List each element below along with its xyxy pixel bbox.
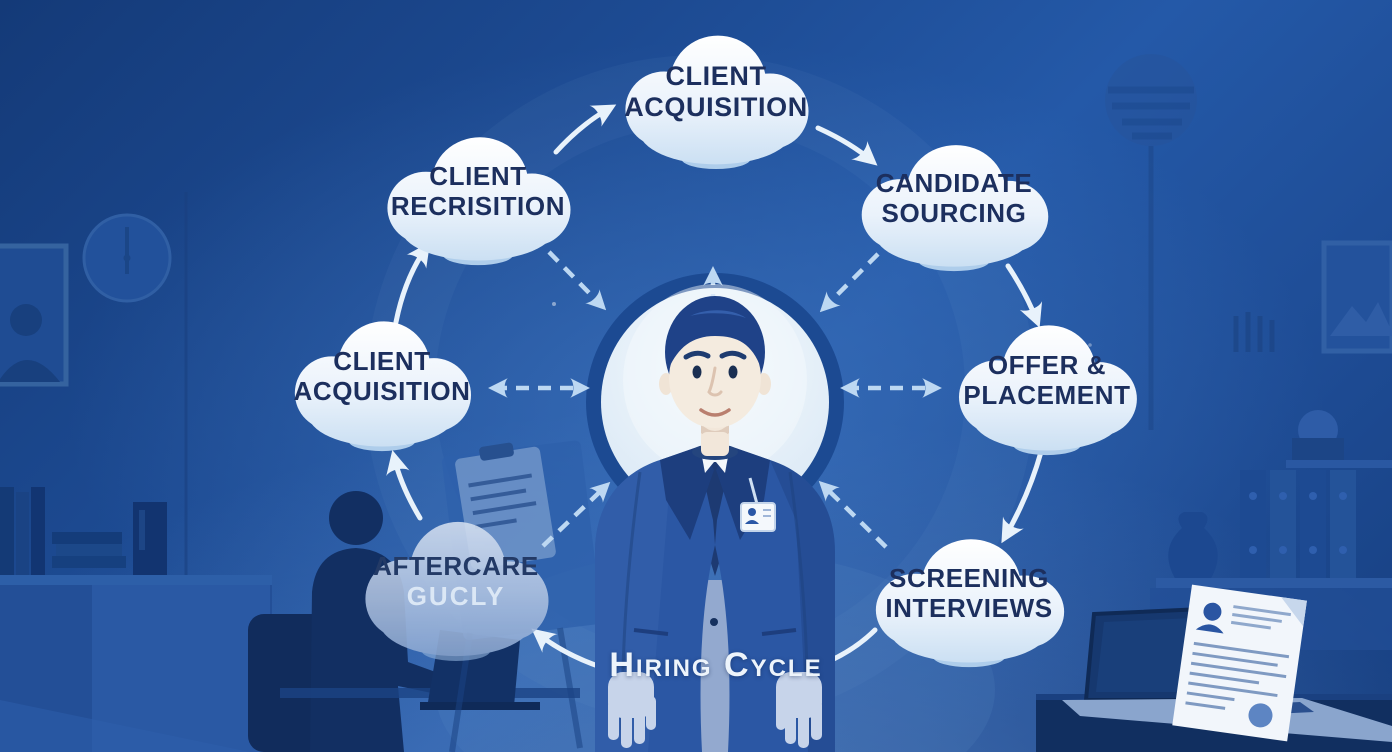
cloud-label-line1: CLIENT bbox=[665, 60, 767, 91]
cloud-icon bbox=[958, 325, 1137, 456]
binders-icon bbox=[1240, 470, 1356, 578]
resume-icon bbox=[1172, 584, 1307, 742]
cloud-icon bbox=[625, 35, 809, 170]
cloud-label-line2: PLACEMENT bbox=[963, 380, 1131, 410]
dashed-arrow-top-left bbox=[547, 250, 607, 311]
cloud-client-acquisition-left: CLIENT ACQUISITION bbox=[280, 314, 484, 452]
floor-wedge bbox=[0, 700, 250, 752]
dashed-arrow-bottom-left bbox=[541, 481, 611, 548]
cloud-offer-placement: OFFER & PLACEMENT bbox=[944, 318, 1150, 456]
cloud-screening-interviews: SCREENING INTERVIEWS bbox=[860, 532, 1078, 668]
cloud-label-line1: CLIENT bbox=[333, 345, 431, 376]
office-background-left bbox=[0, 192, 603, 752]
cloud-icon bbox=[861, 145, 1049, 272]
cloud-client-acquisition-top: CLIENT ACQUISITION bbox=[610, 28, 822, 170]
cloud-label-line1: CLIENT bbox=[429, 160, 527, 191]
hiring-cycle-title: Hiring Cycle bbox=[609, 646, 823, 684]
cloud-label: CLIENT ACQUISITION bbox=[280, 314, 484, 452]
arrow-top-to-topright bbox=[815, 125, 878, 166]
arrow-right-to-bottomright bbox=[1001, 449, 1044, 544]
vase-icon bbox=[1168, 512, 1218, 580]
lamp-icon bbox=[1105, 54, 1197, 430]
cloud-label: CLIENT RECRISITION bbox=[372, 130, 584, 266]
cloud-label: OFFER & PLACEMENT bbox=[944, 318, 1150, 456]
cloud-label: AFTERCARE GUCLY bbox=[350, 514, 562, 662]
cloud-label-line2: RECRISITION bbox=[390, 191, 566, 221]
cloud-label-line1: CANDIDATE bbox=[875, 167, 1033, 198]
cloud-label-line2: ACQUISITION bbox=[293, 376, 471, 406]
cloud-label: SCREENING INTERVIEWS bbox=[860, 532, 1078, 668]
recruiter-illustration bbox=[595, 284, 835, 752]
arrow-topleft-to-top bbox=[553, 104, 617, 155]
hands bbox=[608, 672, 822, 748]
dashed-arrows bbox=[488, 250, 942, 549]
speck bbox=[1088, 343, 1092, 347]
cloud-client-recrisition: CLIENT RECRISITION bbox=[372, 130, 584, 266]
office-background-right bbox=[1036, 54, 1392, 752]
shelf-board bbox=[1156, 578, 1392, 588]
cloud-label-line1: OFFER & bbox=[987, 349, 1107, 380]
cloud-icon bbox=[387, 137, 571, 266]
cloud-label-line2: GUCLY bbox=[406, 581, 506, 611]
cloud-label: CANDIDATE SOURCING bbox=[846, 138, 1062, 272]
arrow-left-to-topleft bbox=[393, 242, 431, 325]
shelf-right-icon bbox=[1286, 410, 1392, 468]
cloud-icon bbox=[294, 321, 472, 452]
person-silhouette-icon bbox=[310, 491, 452, 752]
cloud-icon bbox=[875, 539, 1065, 668]
cloud-label-line1: SCREENING bbox=[889, 562, 1049, 593]
cloud-label-line1: AFTERCARE bbox=[373, 550, 539, 581]
speck bbox=[552, 302, 556, 306]
picture-frame-right-icon bbox=[1321, 240, 1392, 354]
dashed-arrow-top-right bbox=[819, 252, 880, 313]
arrow-topright-to-right bbox=[1005, 263, 1043, 328]
picture-frame-icon bbox=[0, 243, 69, 387]
cloud-icon bbox=[365, 521, 549, 662]
cloud-label: CLIENT ACQUISITION bbox=[610, 28, 822, 170]
cloud-candidate-sourcing: CANDIDATE SOURCING bbox=[846, 138, 1062, 272]
arrow-bottomleft-to-left bbox=[386, 449, 423, 521]
clock-icon bbox=[82, 213, 172, 303]
cloud-label-line2: INTERVIEWS bbox=[885, 593, 1053, 623]
dashed-arrow-bottom-right bbox=[818, 480, 888, 549]
cloud-label-line2: ACQUISITION bbox=[624, 92, 808, 122]
wall-slats-icon bbox=[1233, 312, 1275, 352]
cloud-label-line2: SOURCING bbox=[881, 198, 1027, 228]
id-badge-icon bbox=[740, 477, 776, 532]
cloud-aftercare: AFTERCARE GUCLY bbox=[350, 514, 562, 662]
